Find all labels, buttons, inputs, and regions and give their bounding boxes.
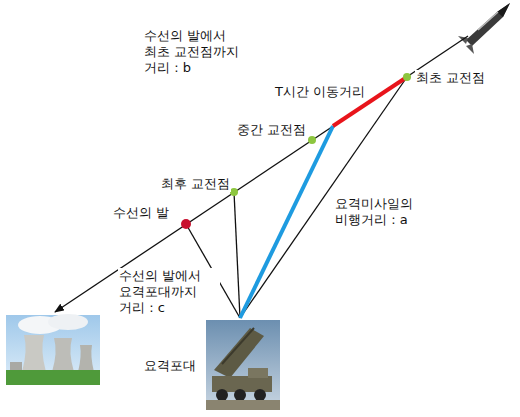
distance-label: 요격미사일의 비행거리 : a	[334, 196, 428, 228]
engagement-point	[403, 73, 411, 81]
power-plant-photo	[6, 314, 100, 385]
foot-point	[181, 219, 191, 229]
distance-label: 수선의 발에서 최초 교전점까지 거리 : b	[143, 28, 249, 76]
point-label: 최초 교전점	[415, 70, 486, 86]
sight-line	[234, 192, 240, 318]
segment-label: T시간 이동거리	[274, 84, 366, 100]
missile-icon	[458, 3, 510, 54]
point-label: 최후 교전점	[160, 176, 231, 192]
point-label: 중간 교전점	[236, 122, 307, 138]
engagement-point	[308, 136, 316, 144]
distance-label: 수선의 발에서 요격포대까지 거리 : c	[118, 268, 220, 316]
missile-battery-photo	[206, 320, 280, 410]
engagement-point	[230, 188, 238, 196]
picture-label: 요격포대	[143, 358, 197, 374]
interceptor-path	[240, 126, 333, 318]
point-label: 수선의 발	[112, 205, 170, 221]
